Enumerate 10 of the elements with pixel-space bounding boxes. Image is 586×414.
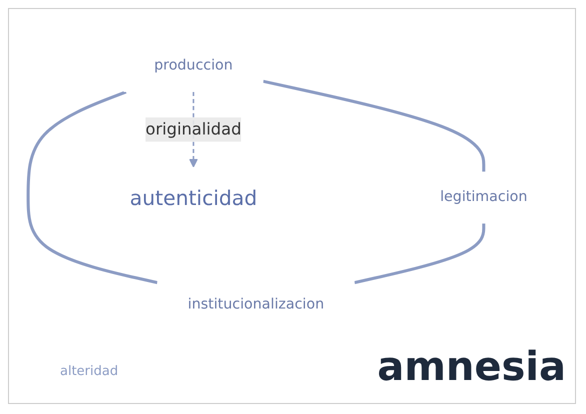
edge-label: originalidad [146, 118, 242, 138]
node-text: autenticidad [130, 185, 258, 210]
connector [262, 79, 486, 172]
connector [354, 223, 486, 284]
node-text: legitimacion [440, 188, 528, 205]
overlay-title: amnesia [377, 344, 566, 390]
connector [26, 90, 158, 284]
node-text: institucionalizacion [188, 296, 324, 312]
concept-label: alteridad [60, 364, 118, 379]
node-text: produccion [154, 56, 233, 74]
